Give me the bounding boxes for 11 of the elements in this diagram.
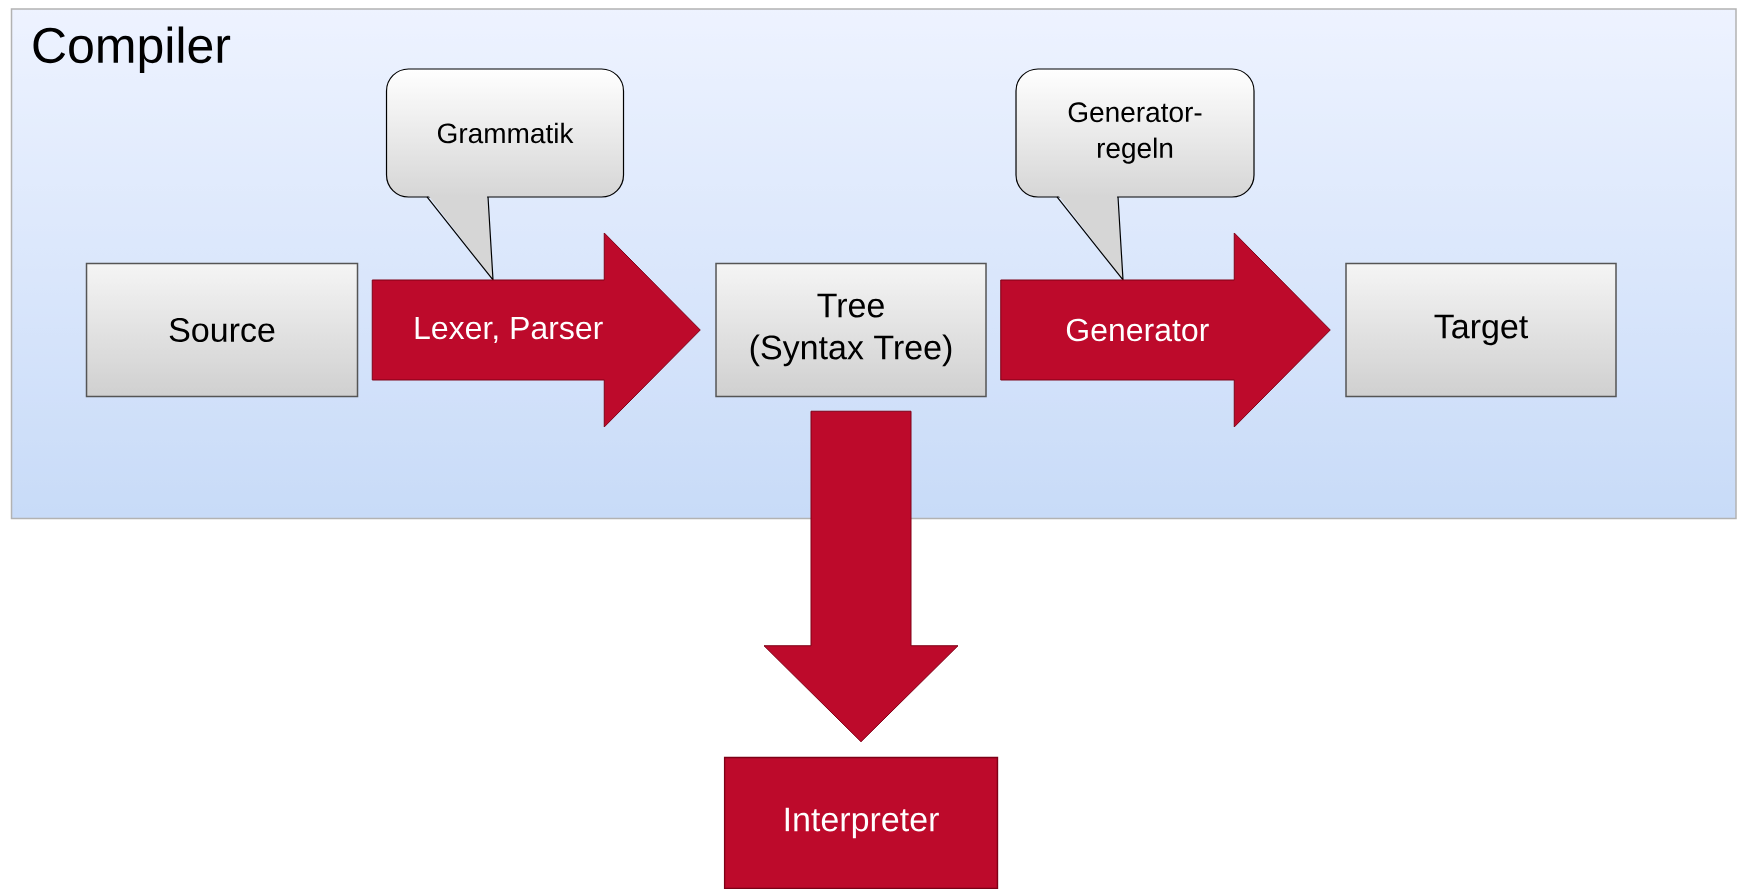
process-box: Interpreter <box>723 756 999 889</box>
callout: Generator-regeln <box>1015 68 1255 282</box>
edge-label: Lexer, Parser <box>415 316 603 344</box>
edge-label: Generator <box>1066 318 1209 342</box>
callout: Grammatik <box>385 68 625 282</box>
block-arrow <box>371 232 701 428</box>
block-arrow <box>1000 232 1331 428</box>
process-box: Tree (Syntax Tree) <box>715 262 987 398</box>
process-box: Target <box>1345 262 1617 398</box>
block-arrow <box>763 410 959 743</box>
process-box: Source <box>85 262 359 398</box>
